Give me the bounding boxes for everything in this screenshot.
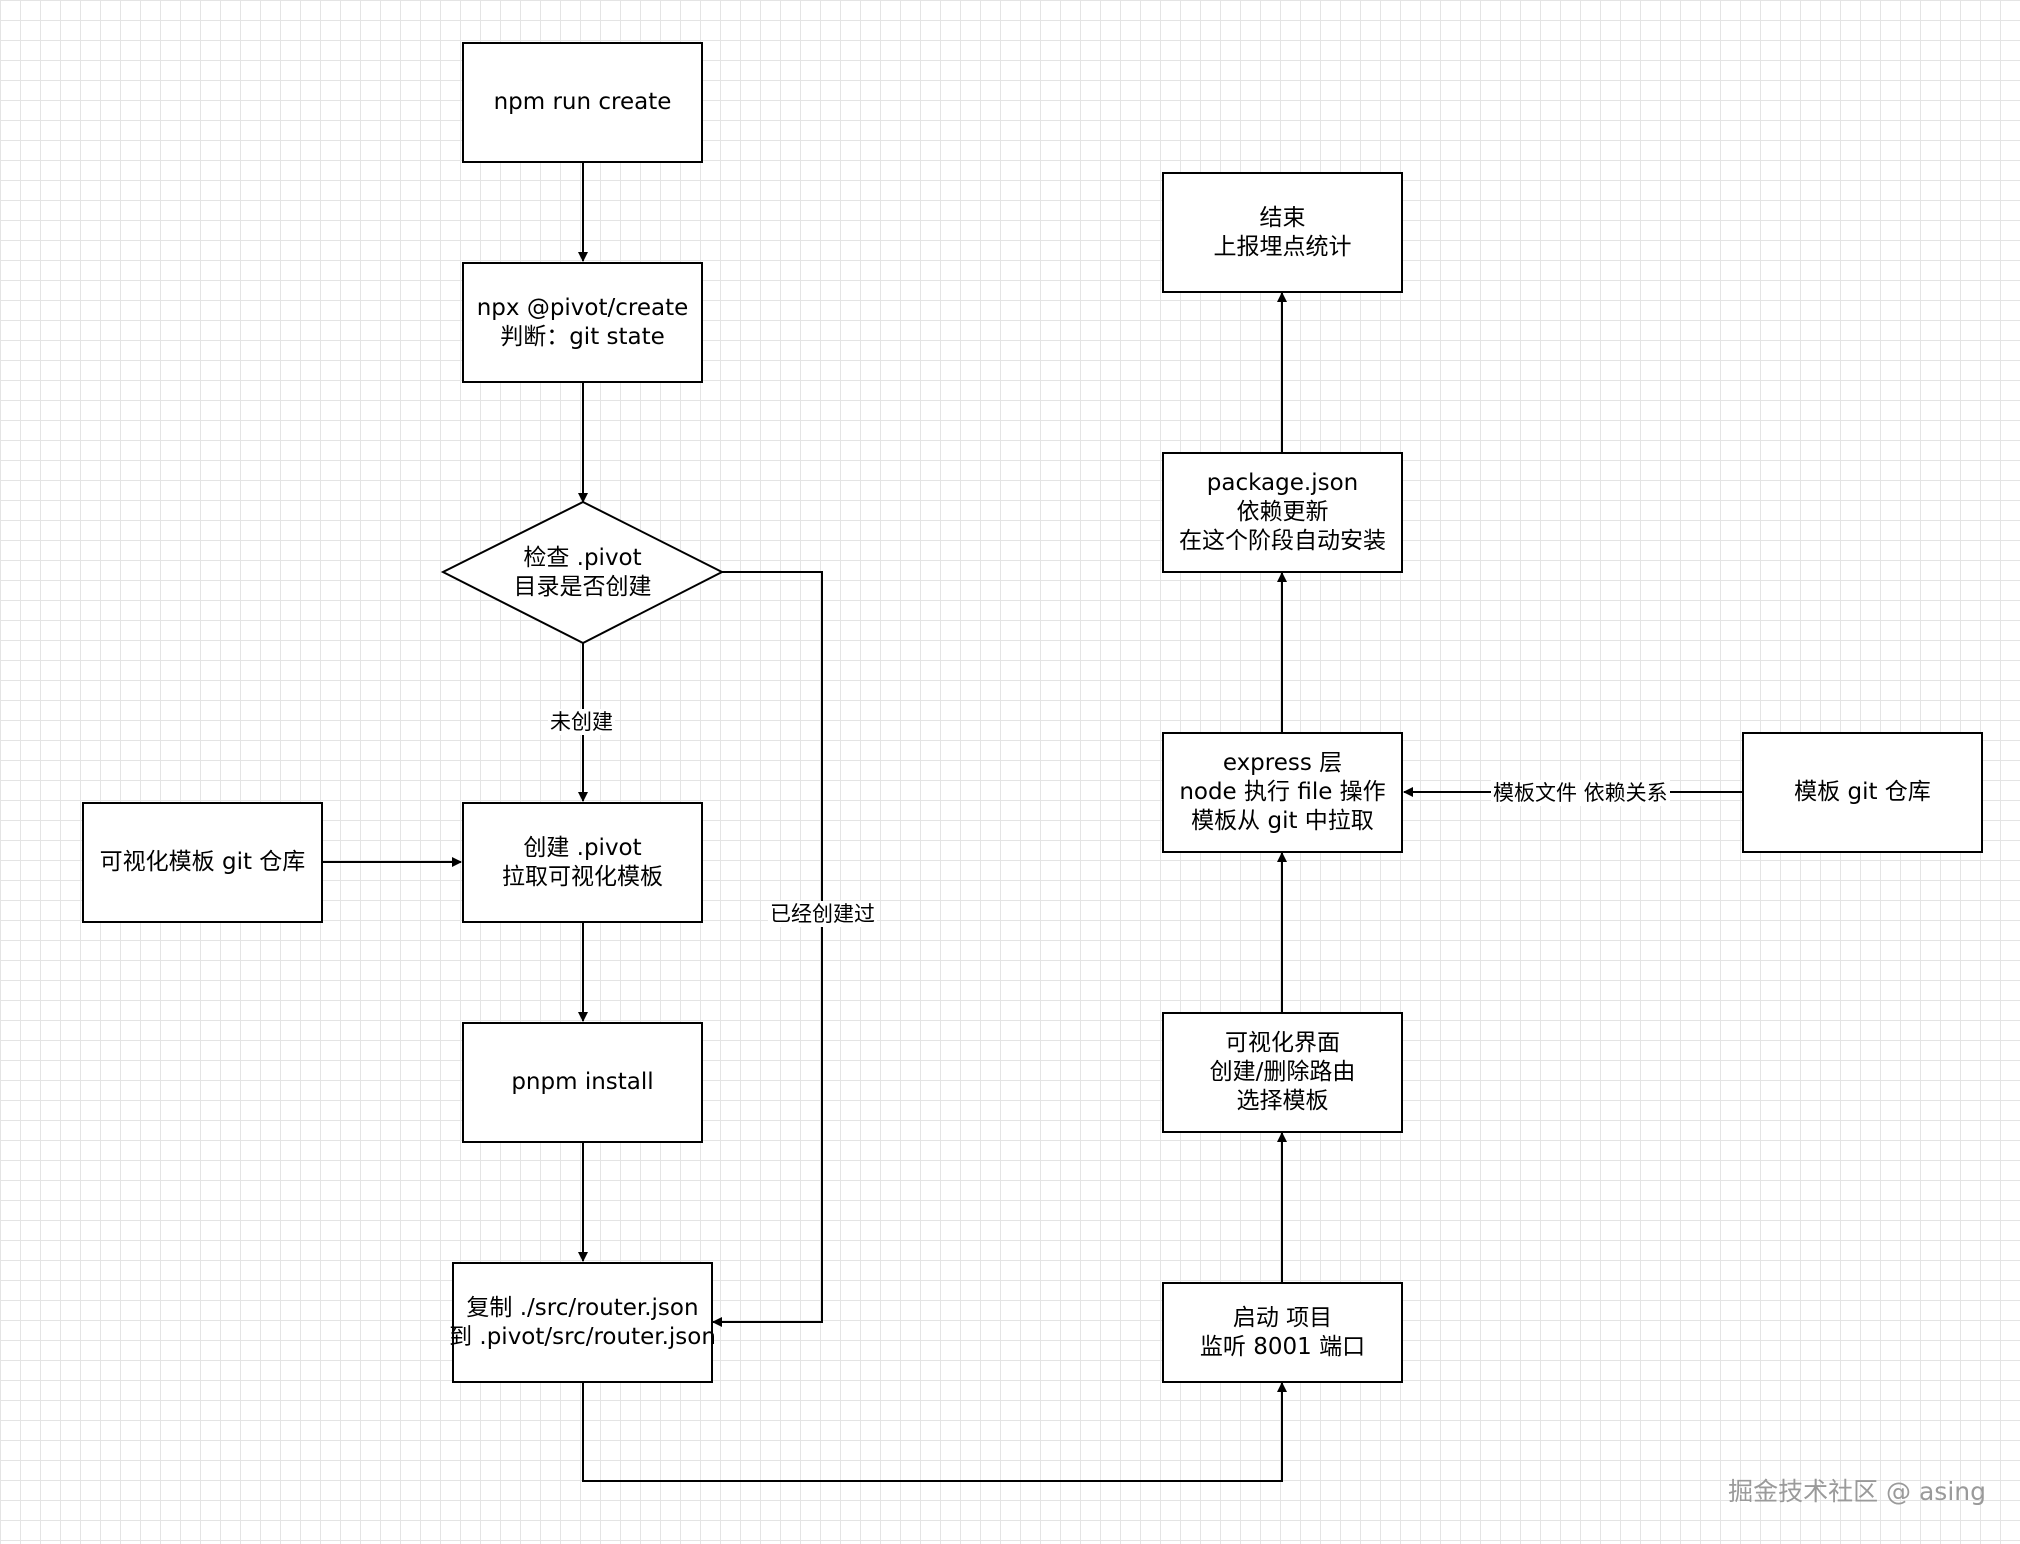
start-project-line-2: 监听 8001 端口	[1199, 1333, 1366, 1360]
start-project-line-1: 启动 项目	[1232, 1304, 1333, 1331]
npm-run-create-box: npm run create	[462, 42, 703, 163]
express-layer-line-3: 模板从 git 中拉取	[1191, 808, 1374, 834]
visual-ui-line-3: 选择模板	[1236, 1088, 1329, 1114]
package-json-box: package.json 依赖更新 在这个阶段自动安装	[1162, 452, 1403, 573]
label-already-created: 已经创建过	[768, 901, 877, 927]
end-box: 结束 上报埋点统计	[1162, 172, 1403, 293]
visual-ui-line-1: 可视化界面	[1225, 1030, 1340, 1056]
visual-ui-box: 可视化界面 创建/删除路由 选择模板	[1162, 1012, 1403, 1133]
package-json-line-2: 依赖更新	[1236, 499, 1329, 525]
create-pivot-line-2: 拉取可视化模板	[502, 863, 663, 890]
copy-router-box: 复制 ./src/router.json 到 .pivot/src/router…	[449, 1262, 716, 1383]
template-repo-box: 模板 git 仓库	[1742, 732, 1983, 853]
visual-template-repo-line-1: 可视化模板 git 仓库	[99, 849, 306, 875]
create-pivot-line-1: 创建 .pivot	[523, 834, 642, 861]
npx-create-line-1: npx @pivot/create	[476, 294, 689, 321]
template-repo-line-1: 模板 git 仓库	[1794, 779, 1931, 805]
end-line-1: 结束	[1259, 204, 1306, 231]
npm-run-create-line-1: npm run create	[493, 89, 672, 115]
package-json-line-3: 在这个阶段自动安装	[1179, 528, 1386, 554]
package-json-line-1: package.json	[1206, 470, 1359, 496]
check-pivot-line-2: 目录是否创建	[513, 573, 652, 600]
visual-template-repo-box: 可视化模板 git 仓库	[82, 802, 323, 923]
express-layer-line-2: node 执行 file 操作	[1179, 779, 1386, 805]
pnpm-install-line-1: pnpm install	[511, 1069, 654, 1095]
label-not-created: 未创建	[548, 709, 615, 735]
check-pivot-line-1: 检查 .pivot	[523, 544, 642, 571]
npx-create-line-2: 判断：git state	[500, 323, 665, 350]
visual-ui-line-2: 创建/删除路由	[1209, 1059, 1356, 1085]
copy-router-line-1: 复制 ./src/router.json	[466, 1294, 699, 1321]
copy-router-line-2: 到 .pivot/src/router.json	[449, 1323, 716, 1350]
end-line-2: 上报埋点统计	[1213, 233, 1352, 260]
pnpm-install-box: pnpm install	[462, 1022, 703, 1143]
decision-diamond	[440, 500, 725, 645]
watermark: 掘金技术社区 @ asing	[1728, 1477, 1986, 1506]
express-layer-line-1: express 层	[1222, 750, 1343, 776]
label-template-deps: 模板文件 依赖关系	[1491, 780, 1670, 806]
edge-copy-to-start	[582, 1382, 1287, 1482]
express-layer-box: express 层 node 执行 file 操作 模板从 git 中拉取	[1162, 732, 1403, 853]
edge-check-to-copy	[712, 571, 823, 1327]
create-pivot-box: 创建 .pivot 拉取可视化模板	[462, 802, 703, 923]
start-project-box: 启动 项目 监听 8001 端口	[1162, 1282, 1403, 1383]
check-pivot-decision: 检查 .pivot 目录是否创建	[443, 502, 722, 643]
npx-create-box: npx @pivot/create 判断：git state	[462, 262, 703, 383]
